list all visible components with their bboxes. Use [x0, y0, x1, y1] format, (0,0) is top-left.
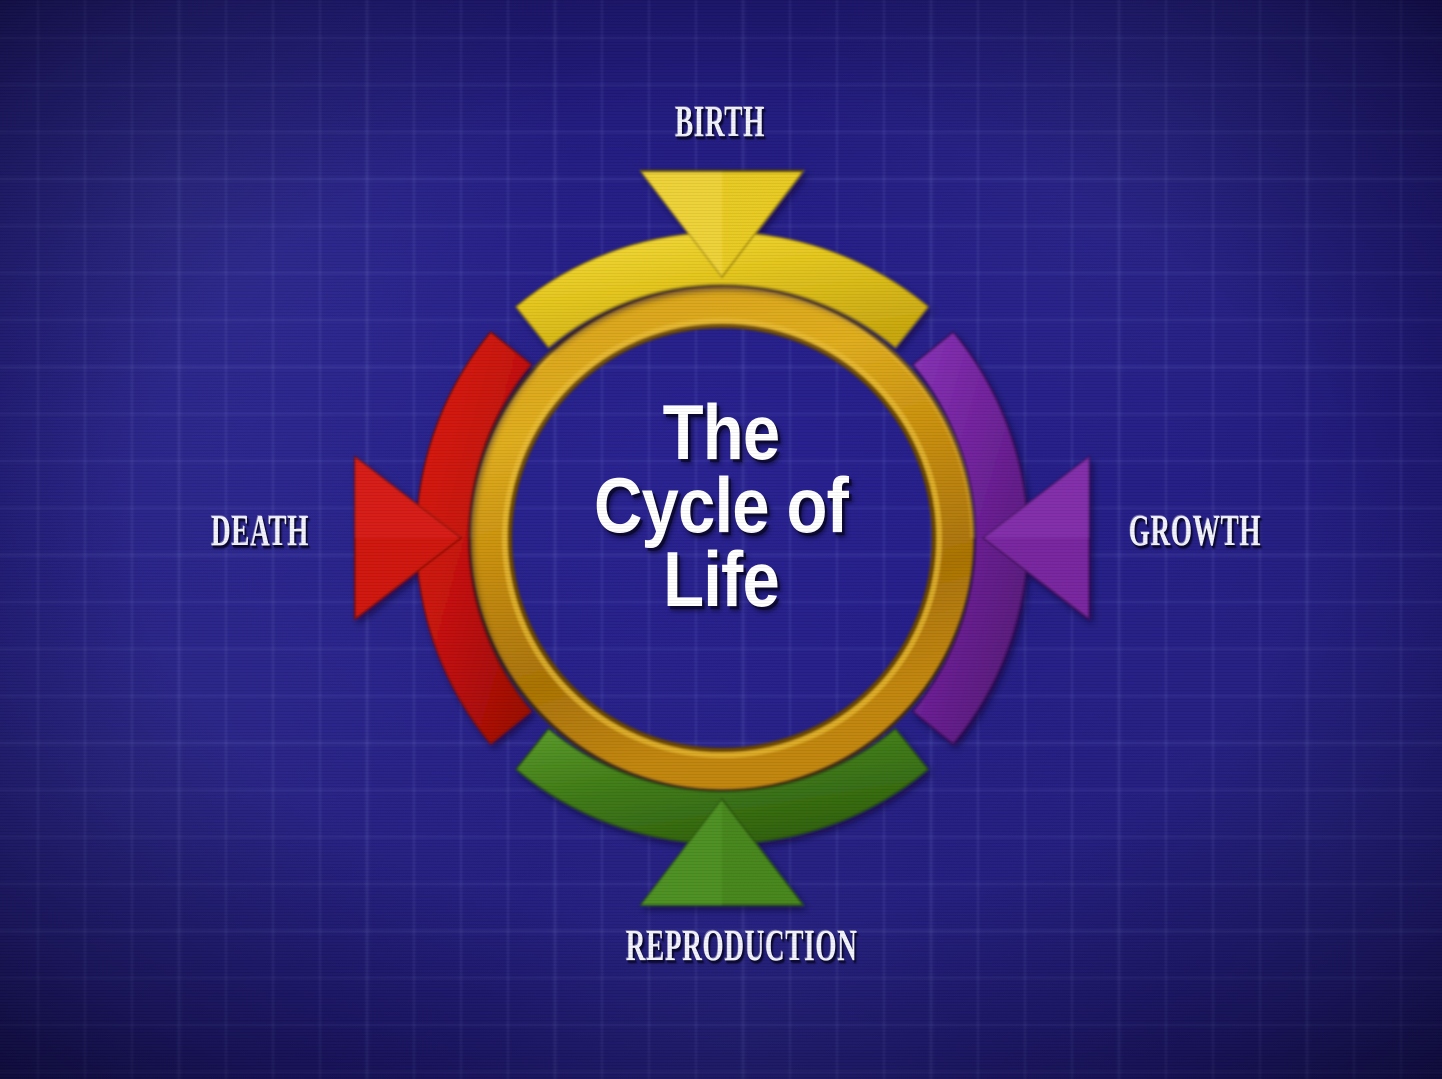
stage-label-growth: GROWTH [1128, 506, 1262, 555]
segment-reproduction [515, 727, 929, 906]
stage-label-death: DEATH [210, 506, 310, 555]
segment-growth [911, 331, 1090, 745]
segment-death [354, 331, 533, 745]
stage-label-reproduction: REPRODUCTION [625, 921, 858, 970]
gold-ring [467, 283, 977, 793]
segment-birth [515, 169, 929, 349]
title-line-3: Life [663, 534, 780, 623]
title-line-1: The [662, 388, 781, 476]
stage-label-birth: BIRTH [674, 97, 766, 146]
title-line-2: Cycle of [593, 461, 849, 550]
page-title: The Cycle of Life [549, 388, 893, 623]
